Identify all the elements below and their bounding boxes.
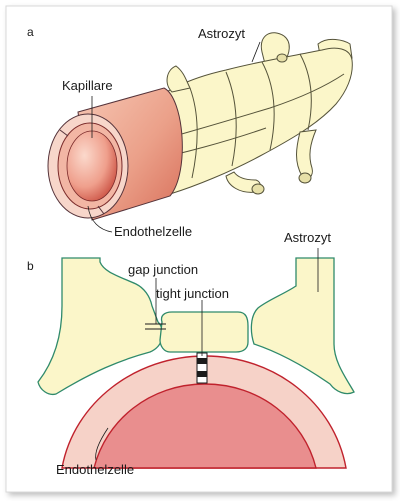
- leader-astrocyte-a: [251, 41, 261, 63]
- astrocyte-middle-cell: [159, 311, 249, 353]
- panel-b-letter: b: [27, 259, 34, 273]
- astrocyte-sheath: [133, 32, 353, 196]
- tight-junction-marker: [196, 352, 208, 384]
- label-endothelzelle-a: Endothelzelle: [114, 224, 192, 239]
- process-end-1: [298, 172, 312, 184]
- panel-a-letter: a: [27, 25, 34, 39]
- capillary-lumen: [66, 130, 118, 202]
- label-kapillare: Kapillare: [62, 78, 113, 93]
- panel-b: b gap junction tight junction Astrozyt E…: [27, 230, 355, 477]
- leader-endothelial-a: [87, 205, 113, 233]
- label-astrozyt-b: Astrozyt: [284, 230, 331, 245]
- leader-endothelial-b: [95, 427, 109, 461]
- panel-a: a: [27, 25, 353, 239]
- vessel-lumen: [93, 383, 317, 469]
- gap-junction-marker: [145, 323, 166, 330]
- label-astrozyt-a: Astrozyt: [198, 26, 245, 41]
- label-tight-junction: tight junction: [156, 286, 229, 301]
- astrocyte-endfoot-right: [250, 257, 355, 395]
- label-endothelzelle-b: Endothelzelle: [56, 462, 134, 477]
- process-end-2: [251, 183, 265, 195]
- label-gap-junction: gap junction: [128, 262, 198, 277]
- process-end-3: [276, 53, 288, 63]
- astrocyte-endfoot-left: [37, 257, 164, 396]
- capillary-tube: [47, 87, 183, 221]
